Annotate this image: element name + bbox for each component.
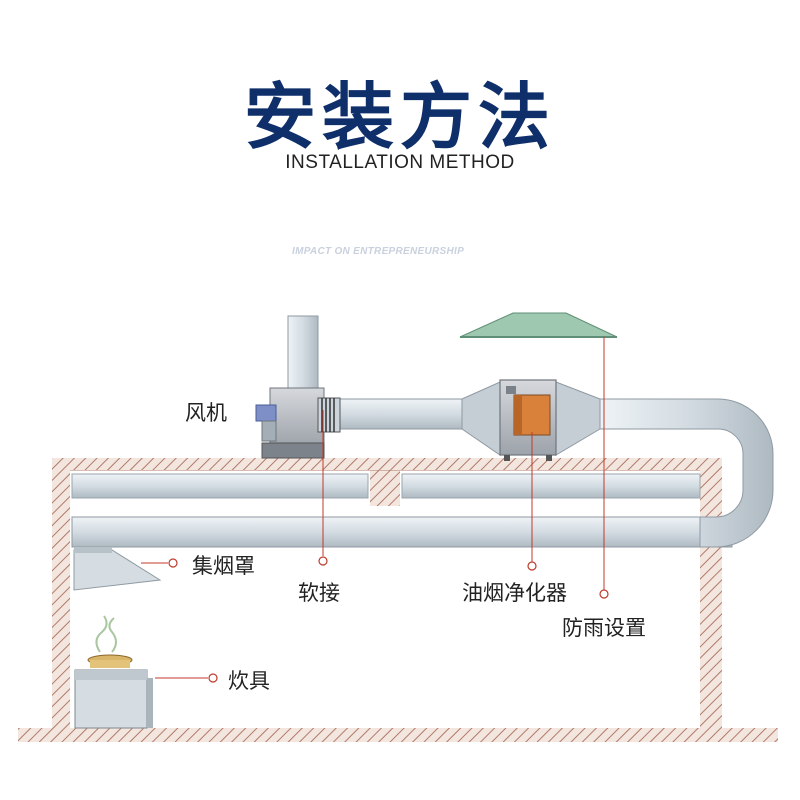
label-soft-joint: 软接 [298,581,340,605]
lower-duct [71,516,733,548]
floor-slab [18,728,778,742]
page-title: 安装方法 [243,75,556,159]
rain-cover [459,312,618,338]
leader-dots [168,556,609,683]
rooftop-duct [339,398,471,430]
label-hood: 集烟罩 [192,554,255,578]
right-wall [700,458,722,730]
u-bend-duct [599,398,774,548]
stove [74,615,153,729]
soft-joint [317,397,341,433]
ceiling-duct [71,473,369,499]
fan-unit [255,315,341,459]
leader-lines [141,337,605,679]
label-rain-cover: 防雨设置 [562,616,646,640]
hood [73,547,162,591]
watermark-text: IMPACT ON ENTREPRENEURSHIP [292,246,465,257]
left-wall [52,458,70,730]
label-purifier: 油烟净化器 [462,581,567,605]
roof-notch [370,470,400,506]
building-structure [18,458,778,742]
label-fan: 风机 [185,401,227,425]
roof-slab [52,458,722,470]
purifier-unit [499,379,557,461]
label-stove: 炊具 [228,669,270,693]
page-subtitle: INSTALLATION METHOD [285,152,515,173]
